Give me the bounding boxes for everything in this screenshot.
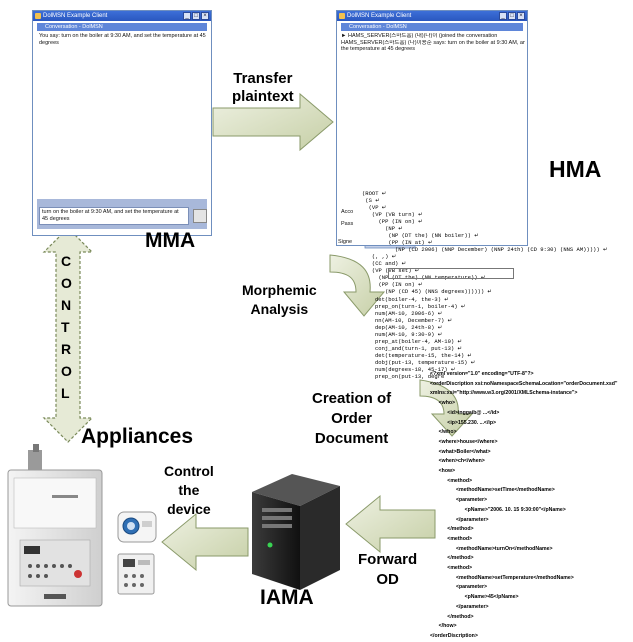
hma-side-label-password: Pass (341, 221, 354, 227)
minimize-icon[interactable]: _ (183, 12, 191, 20)
hma-side-label-account: Acco (341, 209, 354, 215)
control-double-arrow (42, 227, 94, 443)
close-icon[interactable]: × (517, 12, 525, 20)
label-mma: MMA (145, 229, 196, 252)
hma-conversation-bar: Conversation - DolMSN (341, 23, 523, 31)
order-document-xml: <?xml version="1.0" encoding="UTF-8"?> <… (430, 371, 618, 639)
hma-chat-line-1: ► HAMS_SERVER(스마트홈) (대)(나)이 (joined the … (341, 33, 498, 39)
maximize-icon[interactable]: □ (192, 12, 200, 20)
hma-chat-line-3: the temperature at 45 degrees (341, 46, 415, 52)
label-creation-of-order-document: Creation of Order Document (312, 390, 392, 447)
label-transfer-plaintext: Transfer plaintext (232, 70, 294, 105)
hma-title-bar: DolMSN Example Client _□× (337, 11, 527, 21)
maximize-icon[interactable]: □ (508, 12, 516, 20)
label-control-the-device: Control the device (164, 463, 214, 517)
hma-title: DolMSN Example Client (347, 13, 412, 19)
close-icon[interactable]: × (201, 12, 209, 20)
highlight-box (388, 268, 514, 279)
mma-message-input[interactable]: turn on the boiler at 9:30 AM, and set t… (39, 207, 189, 225)
mma-send-button[interactable] (193, 209, 207, 223)
creation-arrow (419, 379, 474, 437)
minimize-icon[interactable]: _ (499, 12, 507, 20)
thermostat-controller (117, 511, 157, 543)
remote-controller (117, 553, 155, 595)
app-icon (35, 13, 41, 19)
label-forward-od: Forward OD (358, 551, 418, 588)
parse-tree: (ROOT ↵ (S ↵ (VP ↵ (VP (VB turn) ↵ (PP (… (362, 190, 608, 295)
mma-chat-message: You say: turn on the boiler at 9:30 AM, … (39, 33, 206, 46)
label-hma: HMA (549, 156, 602, 182)
boiler-appliance (7, 444, 103, 607)
diagram-graphics (7, 92, 474, 607)
label-iama: IAMA (260, 586, 314, 609)
label-morphemic-analysis: Morphemic Analysis (242, 282, 317, 317)
dependency-list: det(boiler-4, the-3) ↵ prep_on(turn-1, b… (375, 296, 476, 380)
mma-title-bar: DolMSN Example Client _□× (33, 11, 211, 21)
mma-window: DolMSN Example Client _□× Conversation -… (32, 10, 212, 236)
server-icon (252, 474, 340, 590)
app-icon (339, 13, 345, 19)
mma-conversation-bar: Conversation - DolMSN (37, 23, 207, 31)
control-device-arrow (161, 512, 249, 572)
forward-arrow (345, 494, 436, 554)
hma-side-label-signed: Signe (338, 239, 353, 245)
morphemic-arrow (329, 254, 386, 317)
label-control-vertical: CONTROL (61, 253, 72, 401)
hma-window: DolMSN Example Client _□× Conversation -… (336, 10, 528, 246)
hma-chat-line-2: HAMS_SERVER(스마트홈) (나)이용준 says: turn on t… (341, 39, 525, 46)
label-appliances: Appliances (81, 425, 194, 448)
mma-title: DolMSN Example Client (43, 13, 108, 19)
transfer-arrow (212, 92, 334, 152)
